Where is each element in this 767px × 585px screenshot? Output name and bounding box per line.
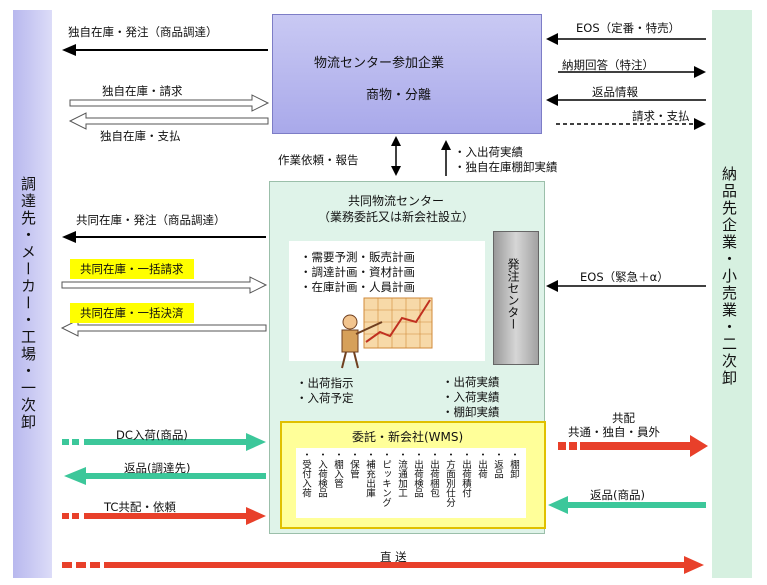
arrow-returns-goods: [548, 496, 706, 514]
label-inventory-results: ・棚卸実績: [442, 405, 500, 419]
arrow-shared-order-left: [62, 231, 266, 243]
label-request-report: 作業依頼・報告: [278, 153, 359, 167]
arrow-returns-procure: [64, 467, 266, 485]
wms-item: ・出荷: [476, 450, 487, 479]
arrow-tc-request: [62, 507, 266, 525]
top-box-title: 物流センター参加企業: [314, 56, 445, 71]
label-delivery-reply: 納期回答（特注）: [562, 58, 654, 72]
wms-item: ・ピッキング: [380, 450, 391, 507]
center-title-2: （業務委託又は新会社設立）: [317, 210, 474, 224]
wms-item: ・出荷積付: [460, 450, 471, 498]
arrow-direct: [62, 556, 704, 574]
wms-item: ・棚入管: [332, 450, 343, 488]
left-column-label: 調達先・メーカー・工場・一次卸: [19, 176, 37, 431]
wms-item: ・方面別仕分: [444, 450, 455, 507]
label-shared-order: 共同在庫・発注（商品調達）: [76, 213, 226, 227]
wms-item: ・返品: [492, 450, 503, 479]
label-billing-payment: 請求・支払: [632, 109, 690, 123]
ordering-center-label: 発注センター: [506, 258, 520, 330]
right-column-label: 納品先企業・小売業・二次卸: [720, 166, 738, 387]
label-direct: 直 送: [380, 550, 407, 564]
label-shipping-instructions: ・出荷指示: [296, 376, 354, 390]
label-shared-delivery-title: 共配: [612, 411, 635, 425]
arrow-shared-delivery: [558, 435, 708, 457]
label-eos-regular: EOS（定番・特売）: [576, 21, 681, 35]
participating-companies-box: [272, 14, 542, 134]
label-inbound-schedule: ・入荷予定: [296, 391, 354, 405]
ordering-center-box: [493, 231, 539, 365]
arrow-delivery-reply-right: [558, 66, 706, 78]
left-column: [13, 10, 52, 578]
top-box-subtitle: 商物・分離: [366, 88, 432, 103]
wms-item: ・補充出庫: [364, 450, 375, 498]
label-shipping-results: ・出荷実績: [442, 375, 500, 389]
arrow-billing-right: [69, 94, 270, 112]
wms-item: ・保管: [348, 450, 359, 479]
wms-item: ・棚卸: [508, 450, 519, 479]
wms-item: ・出荷検品: [412, 450, 423, 498]
arrow-request-report: [391, 136, 401, 176]
wms-item: ・受付入荷: [300, 450, 311, 498]
label-returns-info: 返品情報: [592, 85, 638, 99]
wms-item: ・流通加工: [396, 450, 407, 498]
presenter-illustration: [341, 297, 433, 369]
arrow-payment-left: [68, 112, 269, 130]
arrow-bulk-settlement-left: [60, 319, 267, 337]
label-returns-goods: 返品(商品): [590, 488, 645, 502]
chart-board-icon: [363, 297, 433, 349]
plan-line-3: ・在庫計画・人員計画: [300, 280, 415, 294]
label-dc-inbound: DC入荷(商品): [116, 428, 188, 442]
arrow-returns-info-left: [546, 94, 706, 106]
label-inbound-results: ・入荷実績: [442, 390, 500, 404]
label-tc-request: TC共配・依頼: [104, 500, 176, 514]
label-eos-urgent: EOS（緊急＋α）: [580, 270, 669, 284]
arrow-eos-left: [546, 33, 706, 45]
arrow-results-up: [441, 140, 451, 176]
arrow-billing-payment-right: [556, 118, 706, 130]
label-results-1: ・入出荷実績: [454, 145, 523, 159]
wms-item: ・出荷梱包: [428, 450, 439, 498]
plan-line-1: ・需要予測・販売計画: [300, 250, 415, 264]
label-bulk-billing: 共同在庫・一括請求: [70, 259, 194, 279]
label-own-stock-billing: 独自在庫・請求: [102, 84, 183, 98]
right-column: [712, 10, 752, 578]
center-title-1: 共同物流センター: [347, 194, 444, 208]
arrow-order-left: [62, 44, 268, 56]
wms-title: 委託・新会社(WMS): [352, 430, 464, 444]
label-bulk-settlement: 共同在庫・一括決済: [70, 303, 194, 323]
label-shared-delivery-sub: 共通・独自・員外: [568, 425, 660, 439]
label-own-stock-payment: 独自在庫・支払: [100, 129, 181, 143]
wms-item: ・入荷検品: [316, 450, 327, 498]
arrow-eos-urgent-left: [546, 280, 706, 292]
arrow-dc-inbound: [62, 433, 266, 451]
label-results-2: ・独自在庫棚卸実績: [454, 160, 558, 174]
presenter-icon: [341, 314, 383, 369]
arrow-bulk-billing-right: [61, 276, 268, 294]
label-returns-procure: 返品(調達先): [124, 461, 191, 475]
label-own-stock-order: 独自在庫・発注（商品調達）: [68, 25, 218, 39]
plan-line-2: ・調達計画・資材計画: [300, 265, 415, 279]
wms-items-panel: [296, 448, 526, 518]
